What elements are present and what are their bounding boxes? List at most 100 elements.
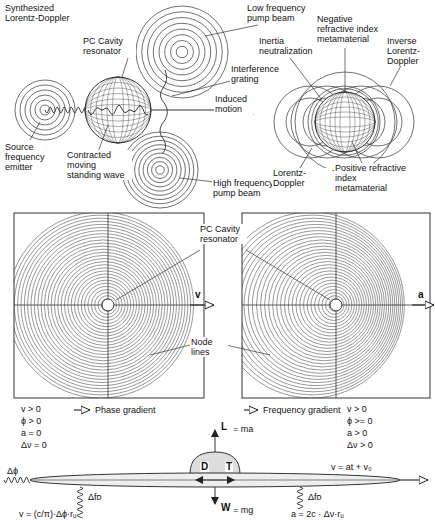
leader-line — [98, 125, 108, 152]
leader-line — [226, 345, 270, 355]
label: High frequency pump beam — [212, 178, 276, 198]
force-arrow — [215, 487, 216, 504]
leader-line — [290, 58, 322, 100]
acceleration-arrow — [412, 304, 434, 305]
wave — [45, 107, 85, 113]
mesh-line — [315, 112, 375, 132]
force-arrow — [196, 480, 215, 481]
wave-ring — [308, 86, 380, 158]
label: Interference grating — [230, 64, 290, 84]
leader-line — [246, 250, 330, 300]
mesh-line — [315, 107, 375, 137]
label: v > 0 — [20, 404, 42, 414]
label: Positive refractive index metamaterial — [334, 163, 412, 193]
mesh-line — [330, 92, 360, 152]
label: Node lines — [190, 337, 228, 357]
label: v = (c/π)·Δϕ·rᵤ — [18, 509, 77, 519]
leader-line — [205, 25, 258, 36]
label: Source frequency emitter — [4, 142, 62, 172]
label: a = 0 — [20, 428, 42, 438]
wave-ring — [101, 299, 113, 311]
label: = mg — [232, 505, 254, 515]
mesh-line — [85, 99, 151, 121]
wave — [4, 477, 30, 482]
mesh-line — [315, 97, 375, 147]
label: ϕ >= 0 — [346, 416, 374, 426]
label: Inverse Lorentz-Doppler — [386, 36, 434, 66]
force-arrow — [215, 480, 234, 481]
label: Δfᴅ — [87, 492, 102, 502]
force-arrow — [215, 430, 216, 452]
dome — [190, 452, 240, 474]
label: L — [220, 422, 228, 432]
label: Δϕ — [6, 466, 19, 476]
label: Synthesized Lorentz-Doppler — [4, 3, 86, 23]
wave-ring — [14, 213, 194, 398]
leader-line — [150, 345, 190, 355]
leader-line — [345, 48, 346, 92]
label: W — [220, 503, 231, 513]
hollow-arrow — [244, 409, 258, 410]
wave-ring — [143, 153, 177, 187]
mesh-line — [91, 77, 146, 143]
leader-line — [352, 142, 362, 163]
label: Contracted moving standing wave — [66, 150, 132, 180]
wave-ring — [159, 29, 205, 75]
wave-ring — [122, 132, 198, 208]
wave-ring — [156, 166, 164, 174]
ring-group — [242, 213, 404, 398]
label: Induced motion — [214, 94, 272, 114]
wave-ring — [130, 140, 189, 199]
hollow-arrow — [74, 409, 90, 410]
wave-ring — [148, 18, 217, 87]
panel-frame — [242, 213, 430, 398]
label: T — [225, 462, 233, 472]
wave — [77, 487, 82, 518]
label: Frequency gradient — [262, 405, 342, 415]
cavity-dot — [102, 299, 114, 311]
cavity-dot — [330, 299, 342, 311]
label: PC Cavity resonator — [199, 224, 247, 244]
ring-group — [14, 213, 194, 398]
mesh-line — [320, 92, 370, 152]
label: a > 0 — [346, 428, 368, 438]
mesh-line — [325, 92, 365, 152]
wave-ring — [126, 136, 194, 204]
leader-line — [116, 250, 200, 300]
mesh-line — [107, 77, 129, 143]
label: v = at + v₀ — [330, 462, 373, 472]
standing-wave — [88, 105, 148, 115]
label: = ma — [232, 424, 254, 434]
label: a — [417, 290, 425, 300]
wave-ring — [176, 46, 188, 58]
panel-frame — [14, 213, 204, 398]
wave-ring — [147, 157, 172, 182]
wave-ring — [171, 41, 194, 64]
wave-ring — [165, 35, 200, 70]
mesh-line — [85, 94, 151, 127]
label: Δν > 0 — [346, 440, 374, 450]
label: v > 0 — [346, 404, 368, 414]
mesh-line — [340, 92, 350, 152]
leader-line — [180, 178, 215, 182]
wave-ring — [136, 6, 228, 98]
label: Inertia neutralization — [258, 36, 316, 56]
label: Δfᴅ — [307, 492, 322, 502]
velocity-arrow — [190, 304, 214, 305]
leader-line — [122, 58, 128, 77]
mesh-line — [315, 117, 375, 127]
label: ϕ > 0 — [20, 416, 42, 426]
leader-line — [30, 122, 40, 140]
wave-ring — [242, 213, 404, 398]
wave-ring — [139, 149, 181, 191]
velocity-arrow — [400, 479, 428, 480]
label: a = 2c · Δν·rᵤ — [290, 509, 345, 519]
saucer-disc — [30, 473, 400, 487]
label: v — [194, 290, 202, 300]
mesh-line — [85, 83, 151, 138]
mesh-line — [335, 92, 355, 152]
wave-ring — [329, 299, 341, 311]
mesh-line — [113, 77, 124, 143]
leader-line — [300, 148, 312, 168]
cavity-sphere — [315, 92, 375, 152]
